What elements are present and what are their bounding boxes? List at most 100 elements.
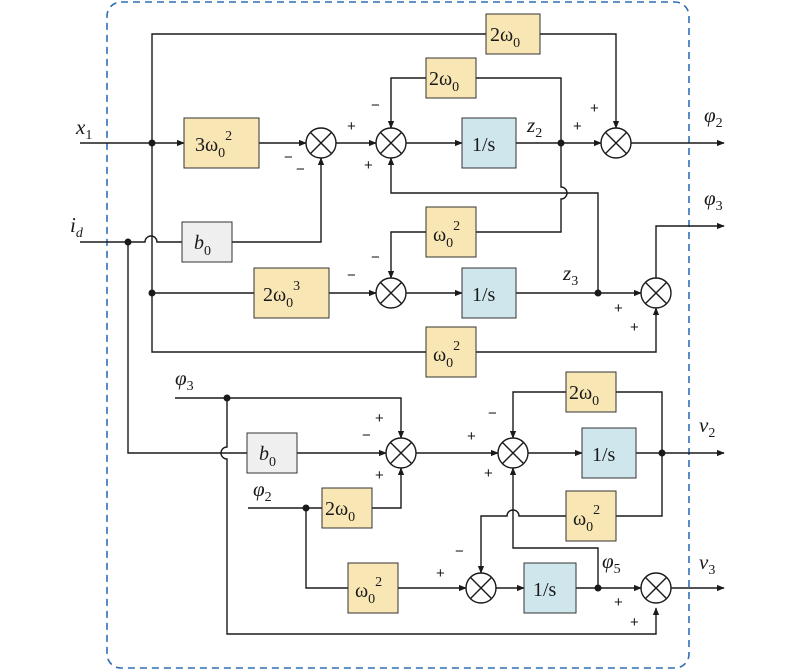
system-boundary xyxy=(106,1,690,669)
sign-plus: + xyxy=(590,100,599,117)
sum-junction-6 xyxy=(640,277,672,309)
block-3w0-squared: 3ω02 xyxy=(183,117,260,169)
wire-z2-loop xyxy=(476,77,562,143)
sum-junction-2 xyxy=(375,127,407,159)
wire-w0sq-to-sum6 xyxy=(476,307,660,353)
wire-phi3-out xyxy=(655,222,725,278)
sign-minus: − xyxy=(488,405,497,422)
svg-text:2ω0: 2ω0 xyxy=(325,498,355,525)
block-2w0-phi2-main: 2ω xyxy=(325,498,348,520)
block-w0-squared-lower: ω02 xyxy=(347,562,399,614)
signal-v3: v3 xyxy=(699,550,715,578)
sign-plus: + xyxy=(467,428,476,445)
block-integrator-z3: 1/s xyxy=(461,267,517,319)
sign-minus: − xyxy=(284,149,293,166)
signal-z2: z2 xyxy=(526,113,542,141)
block-w0sq-lower-sup: 2 xyxy=(375,575,382,590)
summing-junctions xyxy=(305,127,672,604)
junction-dot xyxy=(302,504,310,512)
wire-phi3-to-sum9 xyxy=(220,398,660,635)
wire-z3-to-sum2 xyxy=(387,157,599,293)
wire-loop-to-sum10 xyxy=(509,391,566,439)
block-2w0-lower-loop: 2ω0 xyxy=(565,371,617,413)
block-3w0sq-sub: 0 xyxy=(218,146,225,161)
block-2w0cube-main: 2ω xyxy=(263,284,286,306)
block-w0sq-bottom-sub: 0 xyxy=(446,356,453,371)
block-w0sq-lower-fb-main: ω xyxy=(573,508,586,530)
sign-labels: − − + − + + + − − + + + − + + − + + − + … xyxy=(284,97,639,631)
block-integrator-v2: 1/s xyxy=(581,427,637,479)
signal-id: id xyxy=(70,213,84,241)
svg-text:b0: b0 xyxy=(259,443,276,470)
wire-w0sq-to-sum5 xyxy=(387,231,426,279)
sign-plus: + xyxy=(614,594,623,611)
sign-plus: + xyxy=(347,118,356,135)
wire-phi5-to-sum10 xyxy=(509,467,599,588)
block-2w0-loop-sub: 0 xyxy=(452,80,459,95)
junction-dot xyxy=(148,139,156,147)
block-3w0sq-sup: 2 xyxy=(225,129,232,144)
junctions xyxy=(124,139,666,592)
block-2w0cube-sub: 0 xyxy=(286,296,293,311)
block-2w0-top-main: 2ω xyxy=(490,24,513,46)
block-b0-upper: b0 xyxy=(181,221,233,263)
block-int-v2-label: 1/s xyxy=(592,444,616,466)
block-b0-upper-sub: 0 xyxy=(204,244,211,259)
block-w0sq-bottom-sup: 2 xyxy=(453,339,460,354)
upper-wires xyxy=(80,33,725,454)
block-integrator-phi5: 1/s xyxy=(523,562,577,614)
wire-v2-down xyxy=(616,453,663,517)
block-w0sq-lower-sub: 0 xyxy=(368,592,375,607)
junction-dot xyxy=(148,289,156,297)
block-2w0-loop-main: 2ω xyxy=(429,68,452,90)
sign-minus: − xyxy=(455,543,464,560)
sign-minus: − xyxy=(371,97,380,114)
signal-phi2-in: φ2 xyxy=(253,477,272,505)
block-b0-lower-main: b xyxy=(259,443,269,465)
signal-phi3-in: φ3 xyxy=(175,366,194,394)
svg-text:3ω02: 3ω02 xyxy=(195,129,232,161)
block-int-phi5-label: 1/s xyxy=(533,579,557,601)
block-2w0cube-sup: 3 xyxy=(293,279,300,294)
block-w0-squared-feedback: ω02 xyxy=(425,206,477,258)
svg-text:b0: b0 xyxy=(194,232,211,259)
sign-plus: + xyxy=(364,157,373,174)
junction-dot xyxy=(223,394,231,402)
sign-plus: + xyxy=(436,565,445,582)
block-b0-upper-main: b xyxy=(194,232,204,254)
wire-phi3-in xyxy=(175,397,405,439)
wire-id-in xyxy=(80,235,182,243)
svg-text:2ω0: 2ω0 xyxy=(569,382,599,409)
block-2w0-top: 2ω0 xyxy=(485,13,541,55)
block-2w0-lower-loop-sub: 0 xyxy=(592,394,599,409)
sum-junction-1 xyxy=(305,127,337,159)
sum-junction-9 xyxy=(640,572,672,604)
sign-plus: + xyxy=(614,300,623,317)
block-int-z3-label: 1/s xyxy=(472,284,496,306)
block-w0sq-lower-fb-sup: 2 xyxy=(593,503,600,518)
junction-dot xyxy=(557,139,565,147)
junction-dot xyxy=(124,238,132,246)
block-2w0-lower-loop-main: 2ω xyxy=(569,382,592,404)
sign-plus: + xyxy=(630,614,639,631)
block-w0sq-lower-fb-sub: 0 xyxy=(586,520,593,535)
block-2w0-loop: 2ω0 xyxy=(425,57,477,99)
sum-junction-8 xyxy=(465,572,497,604)
block-2w0-top-sub: 0 xyxy=(513,36,520,51)
block-w0sq-fb-main: ω xyxy=(433,224,446,246)
signal-z3: z3 xyxy=(562,261,578,289)
block-integrator-z2: 1/s xyxy=(461,117,517,169)
svg-text:ω02: ω02 xyxy=(433,339,460,371)
sign-plus: + xyxy=(375,467,384,484)
block-w0-squared-lower-feedback: ω02 xyxy=(565,490,617,542)
block-b0-lower: b0 xyxy=(246,432,298,474)
wire-phi2-to-w0sq xyxy=(305,508,348,589)
sign-minus: − xyxy=(296,161,305,178)
sign-plus: + xyxy=(375,410,384,427)
block-2w0-phi2-sub: 0 xyxy=(348,510,355,525)
block-b0-lower-sub: 0 xyxy=(269,455,276,470)
block-w0sq-lower-main: ω xyxy=(355,580,368,602)
wire-z2-down xyxy=(476,143,568,233)
sum-junction-7 xyxy=(385,437,417,469)
